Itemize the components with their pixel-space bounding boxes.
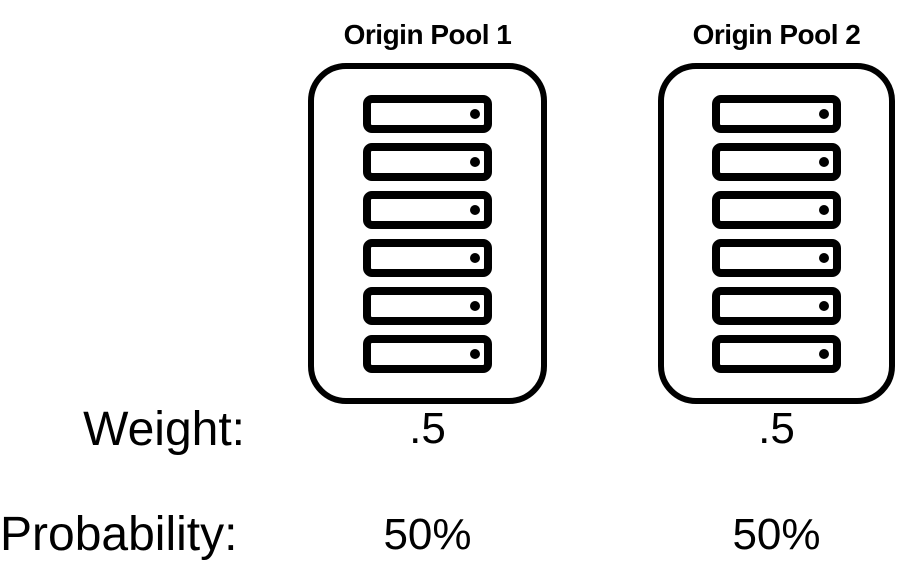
- origin-pool-1-box: [308, 63, 547, 404]
- server-icon: [712, 190, 841, 229]
- server-icon: [363, 142, 492, 181]
- pool-2-probability-value: 50%: [732, 510, 821, 559]
- pool-2-weight-value: .5: [758, 404, 795, 453]
- server-indicator-dot-icon: [819, 300, 829, 311]
- server-indicator-dot-icon: [819, 108, 829, 119]
- server-icon: [712, 238, 841, 277]
- server-indicator-dot-icon: [470, 348, 480, 359]
- server-indicator-dot-icon: [819, 348, 829, 359]
- server-indicator-dot-icon: [819, 156, 829, 167]
- server-indicator-dot-icon: [470, 204, 480, 215]
- server-indicator-dot-icon: [470, 252, 480, 263]
- server-indicator-dot-icon: [819, 252, 829, 263]
- server-icon: [363, 238, 492, 277]
- server-icon: [363, 334, 492, 373]
- server-icon: [712, 94, 841, 133]
- weight-row-label: Weight:: [83, 403, 245, 456]
- server-indicator-dot-icon: [819, 204, 829, 215]
- pool-1-weight-value: .5: [409, 404, 446, 453]
- pool-1-probability-value: 50%: [383, 510, 472, 559]
- probability-row-label: Probability:: [0, 508, 238, 561]
- server-indicator-dot-icon: [470, 108, 480, 119]
- server-icon: [712, 286, 841, 325]
- server-indicator-dot-icon: [470, 300, 480, 311]
- server-icon: [363, 286, 492, 325]
- server-icon: [363, 94, 492, 133]
- server-icon: [363, 190, 492, 229]
- origin-pool-2-box: [658, 63, 895, 404]
- origin-pool-1-title: Origin Pool 1: [343, 19, 512, 50]
- origin-pool-2-title: Origin Pool 2: [692, 19, 861, 50]
- server-indicator-dot-icon: [470, 156, 480, 167]
- server-icon: [712, 334, 841, 373]
- server-icon: [712, 142, 841, 181]
